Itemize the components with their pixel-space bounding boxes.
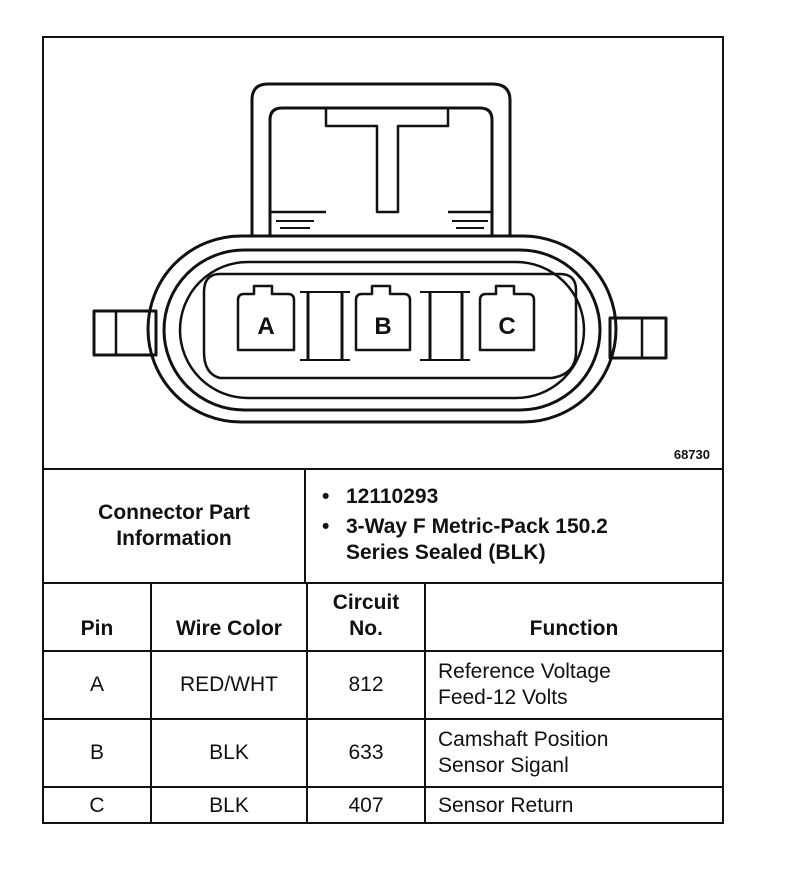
- pin-label-a: A: [257, 313, 274, 340]
- part-info-label: Connector Part Information: [98, 501, 250, 550]
- row-b-pin: B: [89, 741, 104, 764]
- row-a-circuit: 812: [348, 673, 384, 696]
- pin-label-b: B: [374, 313, 391, 340]
- header-wire-color: Wire Color: [176, 617, 282, 640]
- divider-col-circuit: [424, 582, 426, 824]
- part-number: 12110293: [306, 484, 716, 510]
- row-a-wire-color: RED/WHT: [180, 673, 278, 696]
- row-c-pin: C: [89, 794, 105, 817]
- pin-label-c: C: [498, 313, 515, 340]
- divider-header: [44, 650, 722, 652]
- part-description: 3-Way F Metric-Pack 150.2 Series Sealed …: [306, 514, 716, 566]
- divider-part-info-vertical: [304, 468, 306, 582]
- divider-row-b: [44, 786, 722, 788]
- header-pin: Pin: [80, 617, 114, 640]
- figure-number: 68730: [673, 447, 710, 462]
- part-info-list: 12110293 3-Way F Metric-Pack 150.2 Serie…: [306, 484, 716, 566]
- connector-diagram: A B C 68730: [44, 38, 722, 470]
- divider-row-a: [44, 718, 722, 720]
- row-b-circuit: 633: [348, 741, 384, 764]
- row-c-circuit: 407: [348, 794, 384, 817]
- divider-col-wire: [306, 582, 308, 824]
- divider-part-info: [44, 582, 722, 584]
- row-a-pin: A: [89, 673, 104, 696]
- header-circuit-no: Circuit No.: [332, 591, 400, 640]
- row-b-function: Camshaft Position Sensor Siganl: [438, 728, 609, 777]
- connector-drawing: A B C: [92, 82, 668, 424]
- header-function: Function: [529, 617, 619, 640]
- connector-pinout-frame: A B C 68730 Connector Part Information 1…: [42, 36, 724, 824]
- divider-diagram: [44, 468, 722, 470]
- row-c-function: Sensor Return: [438, 794, 574, 817]
- row-a-function: Reference Voltage Feed-12 Volts: [438, 660, 611, 709]
- row-b-wire-color: BLK: [209, 741, 249, 764]
- row-c-wire-color: BLK: [209, 794, 249, 817]
- divider-col-pin: [150, 582, 152, 824]
